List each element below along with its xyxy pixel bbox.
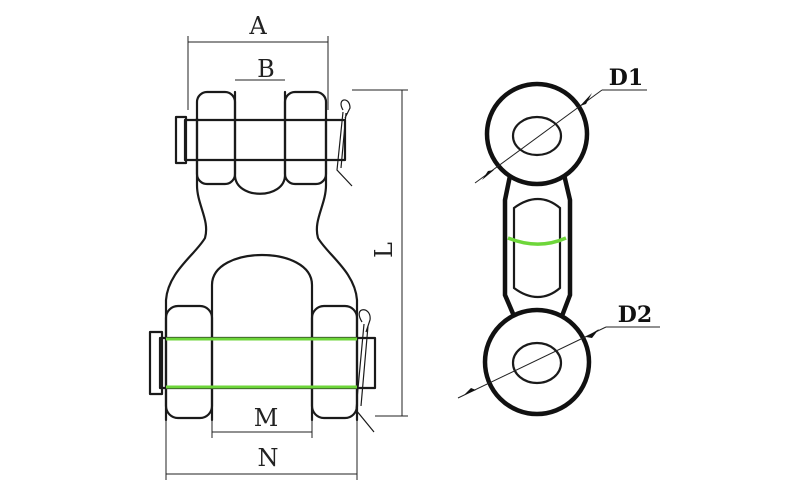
upper-right-lug [283, 90, 328, 186]
lower-cotter-pin [355, 309, 375, 433]
label-d1: D1 [609, 65, 643, 91]
upper-left-lug [195, 90, 237, 186]
lower-pin [158, 336, 377, 390]
upper-arch [233, 90, 287, 195]
dim-d2-leader [457, 326, 607, 399]
upper-pin [183, 118, 347, 162]
label-n: N [258, 444, 279, 472]
link-shank-inner [512, 197, 562, 299]
label-a: A [248, 12, 267, 40]
lower-eye-hole [511, 341, 563, 385]
label-b: B [257, 55, 275, 83]
link-plate-view: D1 D2 [457, 65, 660, 417]
double-shackle-view: A B L M N [148, 12, 408, 480]
lower-inner-opening [210, 253, 314, 422]
lower-pin-head [148, 330, 164, 396]
lower-eye-outer [482, 307, 592, 417]
upper-eye-hole [511, 115, 563, 157]
dim-d2-arrow [586, 329, 599, 338]
dim-d1-arrow-2 [482, 170, 494, 180]
shackle-body [164, 116, 359, 422]
link-shank [502, 165, 573, 317]
upper-pin-head [174, 115, 188, 165]
dim-d2-arrow-2 [464, 388, 476, 395]
upper-eye-outer [484, 81, 590, 187]
lower-left-lug [164, 304, 214, 420]
upper-cotter-pin [336, 99, 353, 187]
dim-d1-arrow [580, 93, 592, 106]
label-m: M [254, 404, 279, 432]
label-d2: D2 [618, 302, 652, 328]
lower-right-lug [310, 304, 359, 420]
label-l: L [370, 242, 398, 258]
link-shank-highlight [507, 236, 567, 246]
